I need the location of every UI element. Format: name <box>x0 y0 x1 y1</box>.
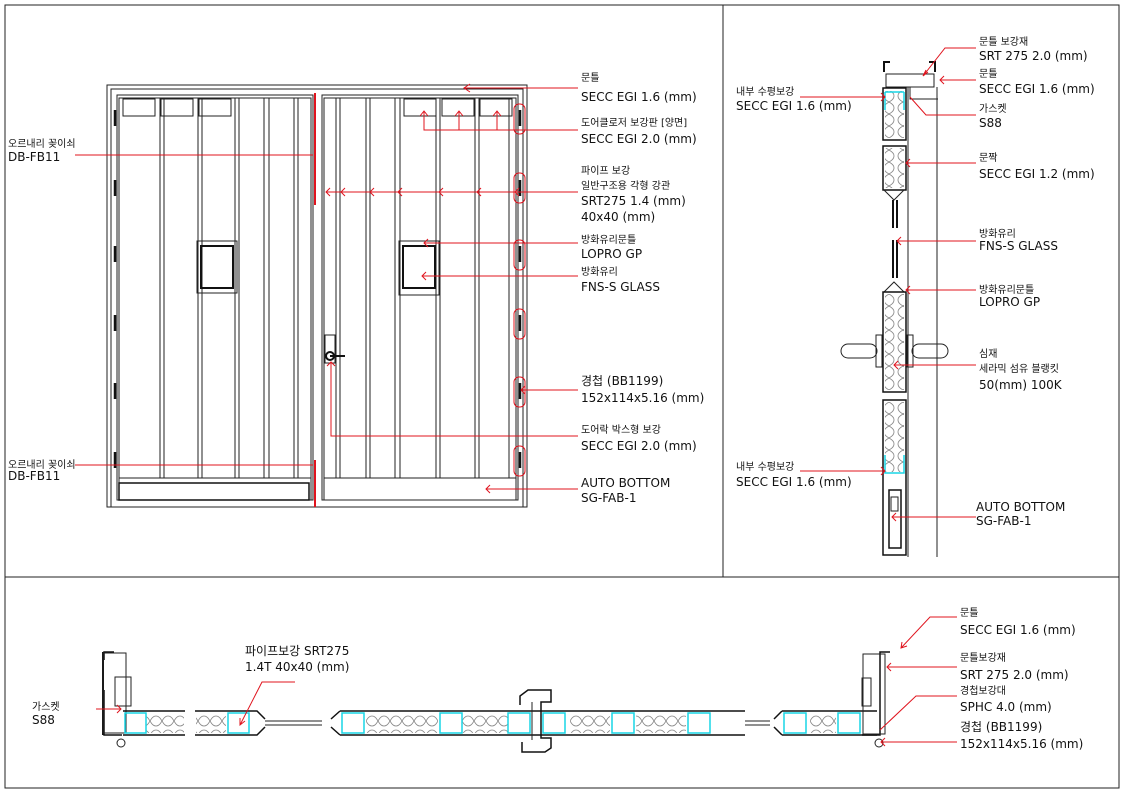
vs-label-spec: 세라믹 섬유 블랭킷 <box>979 363 1059 375</box>
vs-label-title: 문틀 <box>979 68 997 80</box>
vs-label-spec: 50(mm) 100K <box>979 378 1063 392</box>
vs-label-title: 방화유리 <box>979 228 1016 240</box>
vs-label-spec: SG-FAB-1 <box>976 514 1031 528</box>
horizontal-section-labels: 가스켓 S88 파이프보강 SRT275 1.4T 40x40 (mm) 문틀 … <box>32 607 1083 751</box>
hs-label-title: 경첩보강대 <box>960 684 1006 697</box>
label-lockbox-title: 도어락 박스형 보강 <box>581 424 661 436</box>
sheet-frame <box>4 4 1120 789</box>
left-label-spec: DB-FB11 <box>8 150 60 164</box>
hs-label-spec: SPHC 4.0 (mm) <box>960 700 1052 714</box>
label-hinge-title: 경첩 (BB1199) <box>581 374 663 388</box>
hs-label-spec: 152x114x5.16 (mm) <box>960 737 1083 751</box>
vs-label-title: 문짝 <box>979 152 997 164</box>
vs-label-title: 문틀 보강재 <box>979 36 1028 48</box>
label-glassframe-spec: LOPRO GP <box>581 247 642 261</box>
left-label-spec: DB-FB11 <box>8 469 60 483</box>
vertical-section <box>800 47 976 557</box>
elevation-labels: 오르내리 꽂이쇠 DB-FB11 오르내리 꽂이쇠 DB-FB11 문틀 SEC… <box>8 72 704 505</box>
left-label-title: 오르내리 꽂이쇠 <box>8 138 76 150</box>
vs-label-title: 심재 <box>979 348 997 360</box>
vs-label-spec: FNS-S GLASS <box>979 239 1058 253</box>
vs-label-title: 방화유리문틀 <box>979 284 1034 296</box>
vs-label-spec: SECC EGI 1.2 (mm) <box>979 167 1095 181</box>
label-pipe-line: 40x40 (mm) <box>581 210 655 224</box>
label-glassframe-title: 방화유리문틀 <box>581 234 636 246</box>
left-label-title: 오르내리 꽂이쇠 <box>8 459 76 471</box>
label-frame-title: 문틀 <box>581 72 599 84</box>
label-hinge-spec: 152x114x5.16 (mm) <box>581 391 704 405</box>
hs-label-spec: SRT 275 2.0 (mm) <box>960 668 1069 682</box>
label-pipe-line: SRT275 1.4 (mm) <box>581 194 686 208</box>
label-glass-title: 방화유리 <box>581 266 618 278</box>
elevation-leaders <box>75 83 578 507</box>
label-autobottom-title: AUTO BOTTOM <box>581 476 670 490</box>
hs-label-title: 문틀 <box>960 607 978 619</box>
vertical-section-labels: 문틀 보강재 SRT 275 2.0 (mm) 문틀 SECC EGI 1.6 … <box>736 36 1095 528</box>
vs-label-title: 가스켓 <box>979 103 1007 115</box>
vs-label-title: 내부 수평보강 <box>736 86 794 98</box>
vs-label-spec: SECC EGI 1.6 (mm) <box>736 475 852 489</box>
label-closer-title: 도어클로저 보강판 [양면] <box>581 117 687 129</box>
hs-label-spec: S88 <box>32 713 55 727</box>
vs-label-spec: SRT 275 2.0 (mm) <box>979 49 1088 63</box>
vs-label-spec: S88 <box>979 116 1002 130</box>
label-glass-spec: FNS-S GLASS <box>581 280 660 294</box>
label-autobottom-spec: SG-FAB-1 <box>581 491 636 505</box>
hs-label-title: 파이프보강 SRT275 <box>245 644 349 658</box>
hs-label-title: 경첩 (BB1199) <box>960 720 1042 734</box>
hs-label-title: 문틀보강재 <box>960 652 1006 664</box>
vs-label-title: AUTO BOTTOM <box>976 500 1065 514</box>
label-closer-spec: SECC EGI 2.0 (mm) <box>581 132 697 146</box>
vs-label-spec: LOPRO GP <box>979 295 1040 309</box>
label-frame-spec: SECC EGI 1.6 (mm) <box>581 90 697 104</box>
hs-label-title: 가스켓 <box>32 701 60 713</box>
vs-label-title: 내부 수평보강 <box>736 461 794 473</box>
door-elevation <box>75 83 578 508</box>
label-lockbox-spec: SECC EGI 2.0 (mm) <box>581 439 697 453</box>
label-pipe-line: 일반구조용 각형 강관 <box>581 180 670 192</box>
vs-label-spec: SECC EGI 1.6 (mm) <box>979 82 1095 96</box>
hs-label-spec: SECC EGI 1.6 (mm) <box>960 623 1076 637</box>
vs-label-spec: SECC EGI 1.6 (mm) <box>736 99 852 113</box>
horizontal-section <box>96 616 957 753</box>
label-pipe-title: 파이프 보강 <box>581 165 630 177</box>
hs-label-spec: 1.4T 40x40 (mm) <box>245 660 349 674</box>
